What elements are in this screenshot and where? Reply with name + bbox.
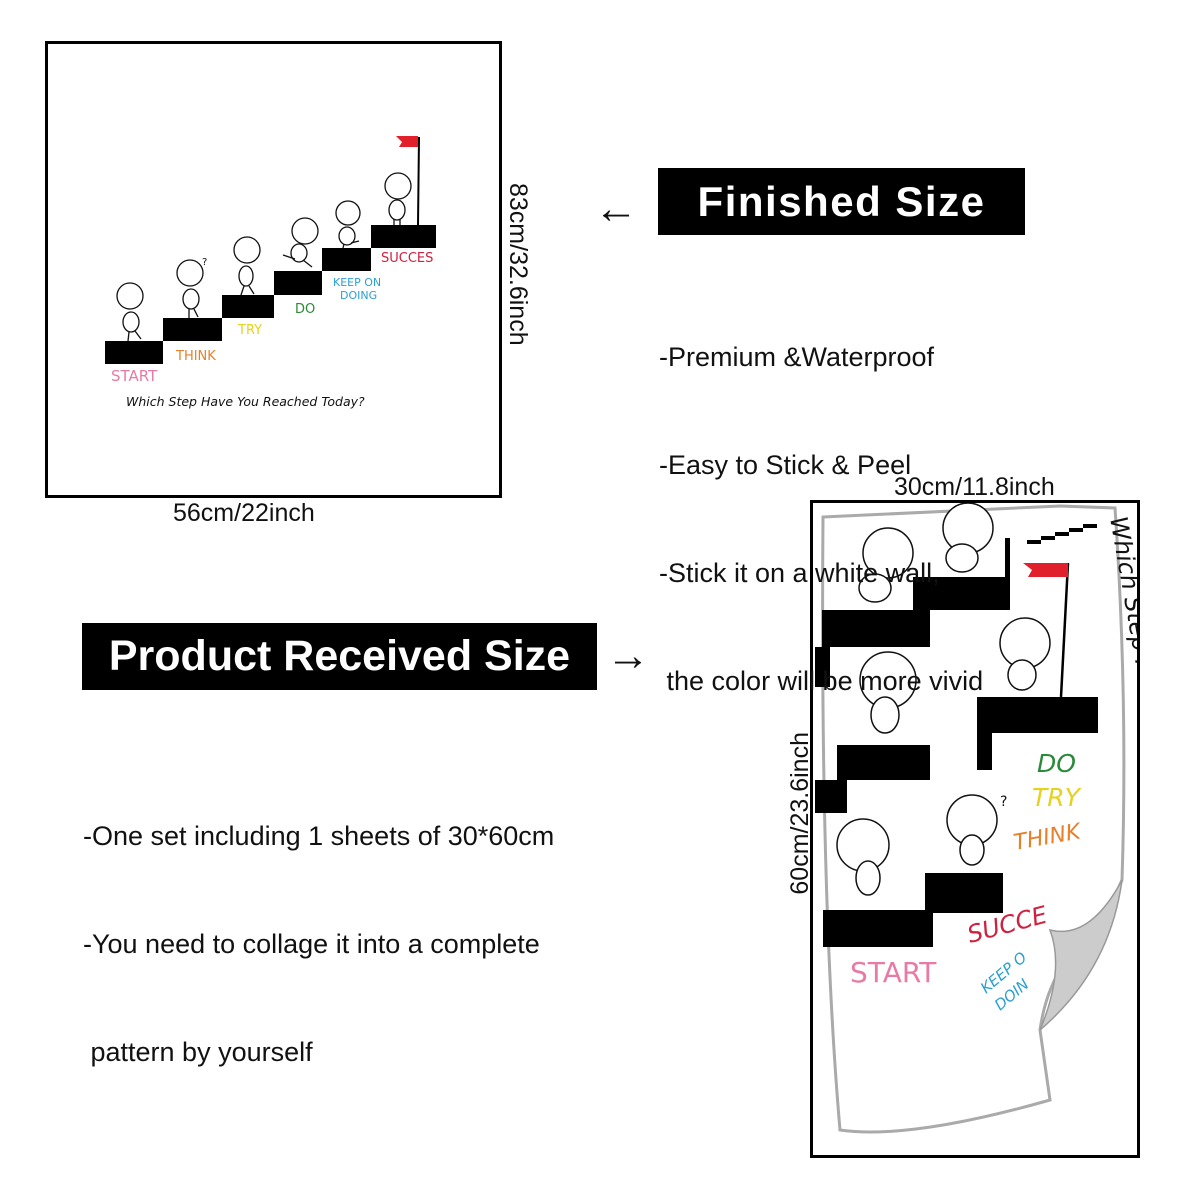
sheet-stick-figures xyxy=(836,503,1051,896)
step-6 xyxy=(371,225,436,248)
page-curl xyxy=(1039,879,1123,1031)
step-label-try: TRY xyxy=(237,323,262,338)
received-height-label: 60cm/23.6inch xyxy=(786,732,814,895)
sheet-label-try: TRY xyxy=(1032,783,1082,812)
finished-features: -Premium &Waterproof -Easy to Stick & Pe… xyxy=(659,267,1179,735)
flag-icon xyxy=(1023,563,1068,577)
staircase-illustration: ? START THINK TRY DO KEEP ON DOING SUCCE… xyxy=(105,136,436,409)
feature-item: the color will be more vivid xyxy=(659,666,984,696)
received-sheet-frame: ? DO TRY THINK START SUCCE KEEP O DOIN W… xyxy=(810,500,1140,1158)
stick-figures xyxy=(116,172,412,342)
step-label-start: START xyxy=(111,367,158,385)
step-label-think: THINK xyxy=(175,349,216,364)
step-label-doing: DOING xyxy=(340,289,377,302)
sheet-stair-blocks xyxy=(815,538,1098,947)
step-4 xyxy=(274,271,322,295)
step-label-succes: SUCCES xyxy=(381,251,433,266)
feature-item: -Easy to Stick & Peel xyxy=(659,450,912,480)
detail-item: -One set including 1 sheets of 30*60cm xyxy=(83,821,555,851)
finished-width-label: 56cm/22inch xyxy=(173,499,315,527)
step-label-keep-on: KEEP ON xyxy=(333,276,381,289)
sheet-label-do: DO xyxy=(1037,749,1076,778)
received-details: -One set including 1 sheets of 30*60cm -… xyxy=(83,746,603,1106)
feature-item: -Premium &Waterproof xyxy=(659,342,935,372)
step-3 xyxy=(222,295,274,318)
right-arrow-icon: → xyxy=(606,631,650,680)
received-width-label: 30cm/11.8inch xyxy=(894,473,1055,501)
finished-height-label: 83cm/32.6inch xyxy=(504,183,532,346)
step-label-do: DO xyxy=(295,302,315,317)
artwork-caption: Which Step Have You Reached Today? xyxy=(126,394,365,409)
mini-thumbnail xyxy=(1027,524,1097,544)
stair-steps xyxy=(105,225,436,364)
flag-pole xyxy=(417,136,420,226)
feature-item: -Stick it on a white wall, xyxy=(659,558,940,588)
detail-item: -You need to collage it into a complete xyxy=(83,929,540,959)
question-mark: ? xyxy=(202,257,207,268)
flag-icon xyxy=(396,136,418,147)
sticker-sheet-illustration: ? DO TRY THINK START SUCCE KEEP O DOIN W… xyxy=(815,503,1137,1134)
question-mark: ? xyxy=(1000,794,1007,810)
step-5 xyxy=(322,248,371,271)
step-2 xyxy=(163,318,222,341)
sheet-label-start: START xyxy=(850,956,937,989)
product-received-heading: Product Received Size xyxy=(82,623,597,690)
step-1 xyxy=(105,341,163,364)
flag-pole xyxy=(1059,562,1070,698)
detail-item: pattern by yourself xyxy=(83,1037,313,1067)
left-arrow-icon: ← xyxy=(594,184,638,233)
finished-artwork-frame: ? START THINK TRY DO KEEP ON DOING SUCCE… xyxy=(45,41,502,498)
finished-size-heading: Finished Size xyxy=(658,168,1025,235)
